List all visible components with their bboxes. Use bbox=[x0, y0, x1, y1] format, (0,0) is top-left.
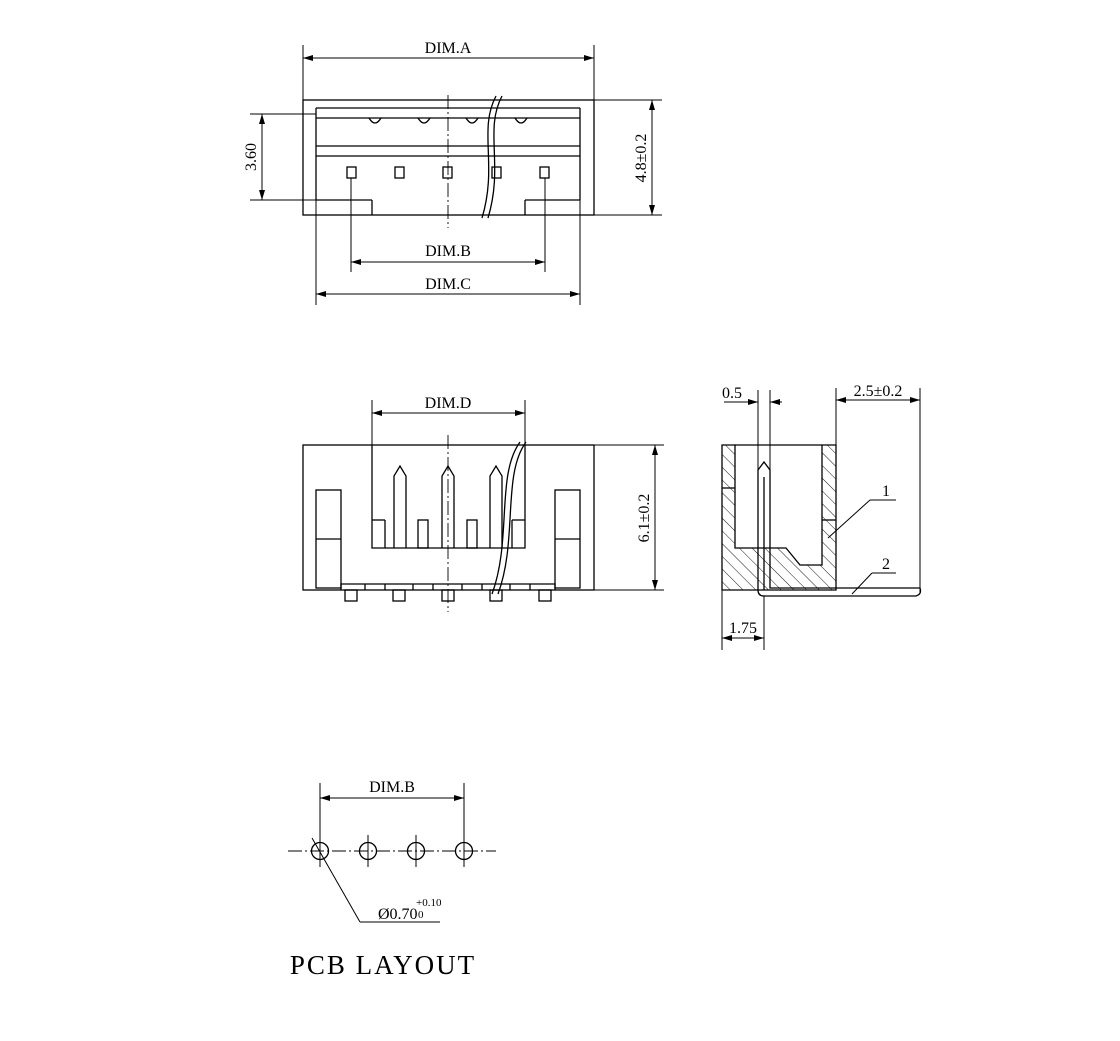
dim-b-label: DIM.B bbox=[425, 243, 471, 260]
pcb-pitch-label: DIM.B bbox=[369, 779, 415, 796]
side-view: 0.5 2.5±0.2 1.75 1 2 bbox=[721, 383, 922, 650]
callout-2: 2 bbox=[882, 556, 890, 573]
pcb-hole bbox=[454, 835, 474, 867]
pin-width-label: 0.5 bbox=[722, 385, 742, 402]
height-6-1-label: 6.1±0.2 bbox=[636, 494, 653, 543]
depth-label: 2.5±0.2 bbox=[854, 383, 903, 400]
callout-1: 1 bbox=[882, 483, 890, 500]
front-view: DIM.D bbox=[302, 395, 664, 612]
top-view: DIM.A 3.60 bbox=[243, 40, 662, 305]
dim-a-label: DIM.A bbox=[425, 40, 472, 57]
offset-label: 1.75 bbox=[729, 620, 757, 637]
pcb-hole bbox=[406, 835, 426, 867]
hole-tolerance-lower: 0 bbox=[418, 909, 424, 921]
dim-d-label: DIM.D bbox=[425, 395, 472, 412]
hole-diameter-label: Ø0.70 bbox=[378, 906, 418, 923]
height-3-60-label: 3.60 bbox=[243, 143, 260, 171]
pcb-layout-title: PCB LAYOUT bbox=[290, 950, 476, 980]
hole-tolerance-upper: +0.10 bbox=[416, 897, 442, 909]
pcb-hole bbox=[358, 835, 378, 867]
pcb-layout: DIM.B Ø0.70 +0.10 0 PCB LAYOUT bbox=[288, 779, 496, 980]
height-4-8-label: 4.8±0.2 bbox=[633, 134, 650, 183]
dim-c-label: DIM.C bbox=[425, 276, 471, 293]
